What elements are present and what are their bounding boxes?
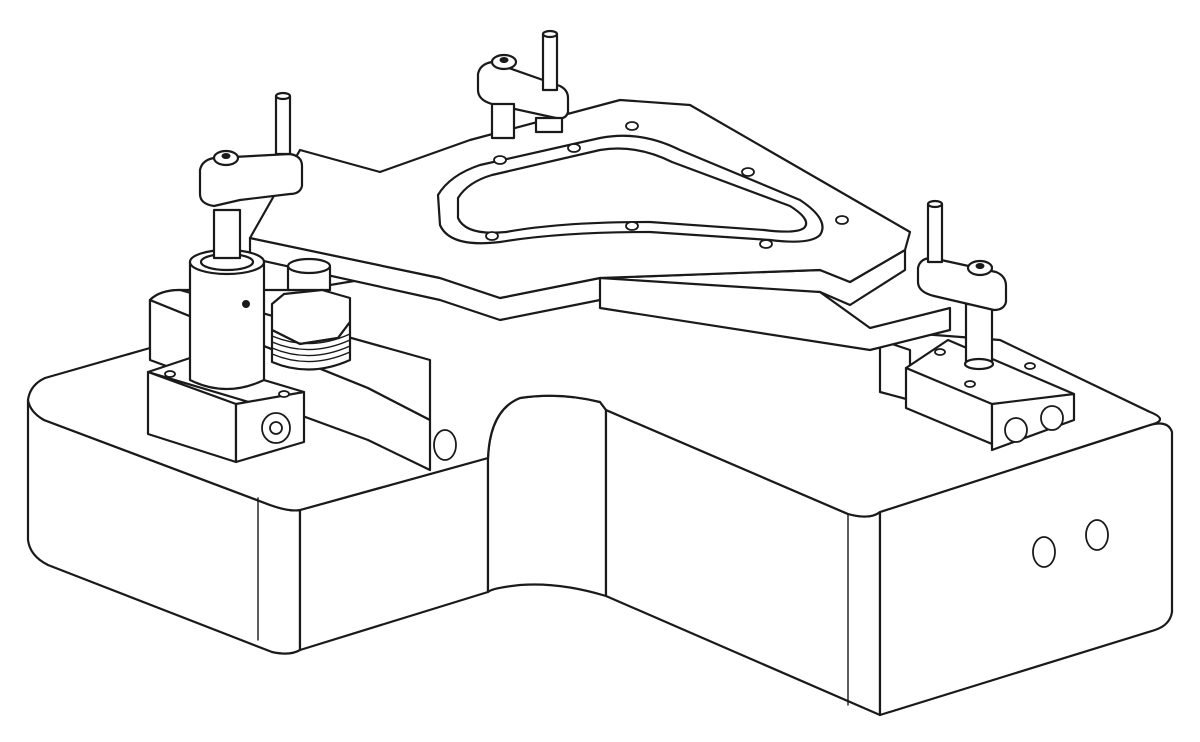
bracket-hole-1 bbox=[164, 370, 176, 378]
plate-right-arm bbox=[598, 276, 952, 352]
right-block-hole-3 bbox=[964, 380, 976, 388]
clamp-right-screw-socket bbox=[975, 263, 985, 269]
base-right-end-face bbox=[878, 422, 1174, 717]
plate-hole-5 bbox=[759, 239, 773, 249]
swing-clamp-right bbox=[904, 199, 1076, 452]
pocket-inner bbox=[456, 147, 808, 234]
clamp-right-rod-base bbox=[963, 357, 995, 371]
base-side-hole-1 bbox=[1032, 536, 1056, 568]
right-block-hole-2 bbox=[1024, 362, 1036, 370]
cylinder-left bbox=[146, 208, 306, 464]
base-center-front-face bbox=[486, 394, 608, 598]
right-block-bolt-1 bbox=[1004, 417, 1028, 443]
clamp-left-pin-top bbox=[274, 91, 292, 101]
base-side-hole-2 bbox=[1085, 519, 1109, 551]
fitting-neck-top bbox=[286, 257, 332, 275]
clamp-right-rod bbox=[964, 302, 994, 366]
pedestal-hole bbox=[433, 429, 457, 461]
cylinder-rod bbox=[212, 208, 242, 260]
clamp-top-rod bbox=[490, 102, 516, 140]
plate-hole-8 bbox=[567, 143, 581, 153]
cylinder-body bbox=[188, 260, 266, 390]
swing-clamp-left bbox=[198, 91, 304, 208]
plate-hole-1 bbox=[625, 121, 639, 131]
clamp-left-arm bbox=[198, 152, 304, 208]
clamp-right-pin bbox=[926, 202, 944, 264]
plate-hole-2 bbox=[493, 155, 507, 165]
clamp-top-pin bbox=[541, 32, 559, 92]
bracket-hole-2 bbox=[278, 390, 290, 398]
fixture-plate bbox=[248, 98, 952, 352]
plate-hole-7 bbox=[485, 231, 499, 241]
fitting-thread-body bbox=[270, 320, 352, 371]
plate-hole-6 bbox=[625, 221, 639, 231]
clamp-right-arm bbox=[916, 256, 1008, 312]
pocket-outer bbox=[436, 134, 824, 245]
clamp-top-screw-socket bbox=[499, 57, 509, 63]
clamp-left-screw-socket bbox=[221, 153, 231, 159]
plate-hole-4 bbox=[835, 215, 849, 225]
plate-hole-3 bbox=[741, 167, 755, 177]
base-edge-chamfer bbox=[257, 409, 881, 716]
cylinder-port bbox=[242, 300, 250, 308]
right-block-bolt-2 bbox=[1040, 405, 1064, 431]
threaded-fitting bbox=[270, 257, 352, 371]
bracket-bolt-socket bbox=[269, 421, 283, 435]
swing-clamp-top bbox=[476, 29, 570, 140]
clamp-right-pin-top bbox=[926, 199, 944, 209]
right-block-hole-1 bbox=[934, 348, 946, 356]
clamp-top-pin-top bbox=[541, 29, 559, 39]
clamp-left-pin bbox=[274, 94, 292, 156]
fitting-threads bbox=[271, 333, 351, 363]
clamp-top-nut bbox=[534, 116, 564, 134]
